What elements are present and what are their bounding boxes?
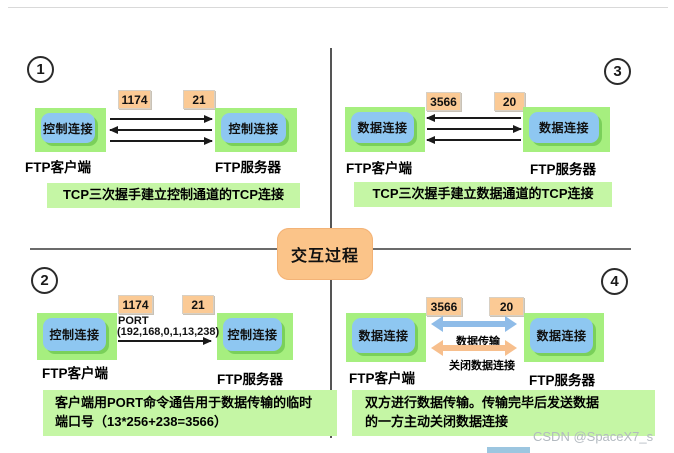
handshake-arrow-left-icon [109, 126, 212, 134]
server-label: FTP服务器 [530, 162, 596, 177]
step-number-badge: 1 [27, 56, 54, 83]
client-connection-box: 控制连接 [43, 318, 106, 351]
server-port-badge: 20 [494, 92, 525, 111]
step-caption: TCP三次握手建立控制通道的TCP连接 [47, 183, 300, 208]
step-number-badge: 3 [604, 58, 631, 85]
quadrant-4: 4 3566 20 数据连接 数据连接 数据传输 关闭数据连接 FTP客户端 F… [330, 250, 674, 453]
server-connection-box: 数据连接 [529, 112, 599, 143]
port-command-args: (192,168,0,1,13,238) [117, 326, 220, 338]
step-number-badge: 2 [31, 267, 58, 294]
server-node: 控制连接 [215, 108, 297, 152]
close-connection-label: 关闭数据连接 [449, 360, 515, 372]
server-connection-box: 控制连接 [221, 113, 286, 143]
step-caption: 客户端用PORT命令通告用于数据传输的临时端口号（13*256+238=3566… [43, 390, 337, 436]
handshake-arrow-right-icon [427, 125, 522, 133]
data-transfer-arrow-icon [443, 321, 505, 327]
server-connection-box: 控制连接 [223, 318, 282, 351]
client-node: 数据连接 [346, 313, 426, 362]
handshake-arrow-right-icon [110, 137, 213, 145]
client-port-badge: 1174 [118, 90, 151, 109]
client-label: FTP客户端 [42, 366, 108, 381]
client-node: 控制连接 [37, 313, 117, 360]
close-connection-arrow-icon [443, 345, 505, 351]
handshake-arrow-right-icon [110, 115, 213, 123]
client-label: FTP客户端 [349, 371, 415, 386]
quadrant-1: 1 1174 21 控制连接 控制连接 FTP客户端 FTP服务器 TCP三次握… [0, 48, 330, 248]
server-label: FTP服务器 [217, 372, 283, 387]
client-connection-box: 控制连接 [41, 113, 95, 143]
port-command-text: PORT [118, 315, 149, 327]
server-node: 控制连接 [217, 313, 293, 360]
client-connection-box: 数据连接 [352, 318, 415, 353]
quadrant-3: 3 3566 20 数据连接 数据连接 FTP客户端 FTP服务器 TCP三次握… [330, 48, 674, 248]
client-label: FTP客户端 [346, 161, 412, 176]
top-divider-line [8, 7, 668, 8]
server-node: 数据连接 [524, 313, 604, 362]
quadrant-2: 2 1174 21 控制连接 控制连接 PORT (192,168,0,1,13… [0, 250, 337, 453]
client-node: 控制连接 [35, 108, 106, 152]
csdn-watermark: CSDN @SpaceX7_s [533, 429, 654, 444]
server-label: FTP服务器 [529, 373, 595, 388]
client-port-badge: 3566 [426, 297, 462, 316]
step-caption: TCP三次握手建立数据通道的TCP连接 [354, 182, 612, 207]
step-number-badge: 4 [601, 268, 628, 295]
handshake-arrow-left-icon [426, 136, 521, 144]
server-port-badge: 20 [489, 297, 524, 316]
client-port-badge: 1174 [118, 295, 153, 314]
step-caption: 双方进行数据传输。传输完毕后发送数据的一方主动关闭数据连接 [352, 390, 655, 436]
client-port-badge: 3566 [426, 92, 461, 111]
client-connection-box: 数据连接 [351, 112, 414, 143]
server-port-badge: 21 [183, 90, 215, 109]
server-port-badge: 21 [182, 295, 214, 314]
client-node: 数据连接 [345, 107, 425, 152]
server-connection-box: 数据连接 [530, 318, 593, 353]
port-command-arrow-icon [118, 337, 212, 345]
server-label: FTP服务器 [215, 160, 281, 175]
bottom-blue-bar [487, 447, 530, 453]
server-node: 数据连接 [523, 107, 610, 152]
client-label: FTP客户端 [25, 160, 91, 175]
handshake-arrow-left-icon [426, 114, 521, 122]
center-process-label: 交互过程 [277, 228, 373, 280]
